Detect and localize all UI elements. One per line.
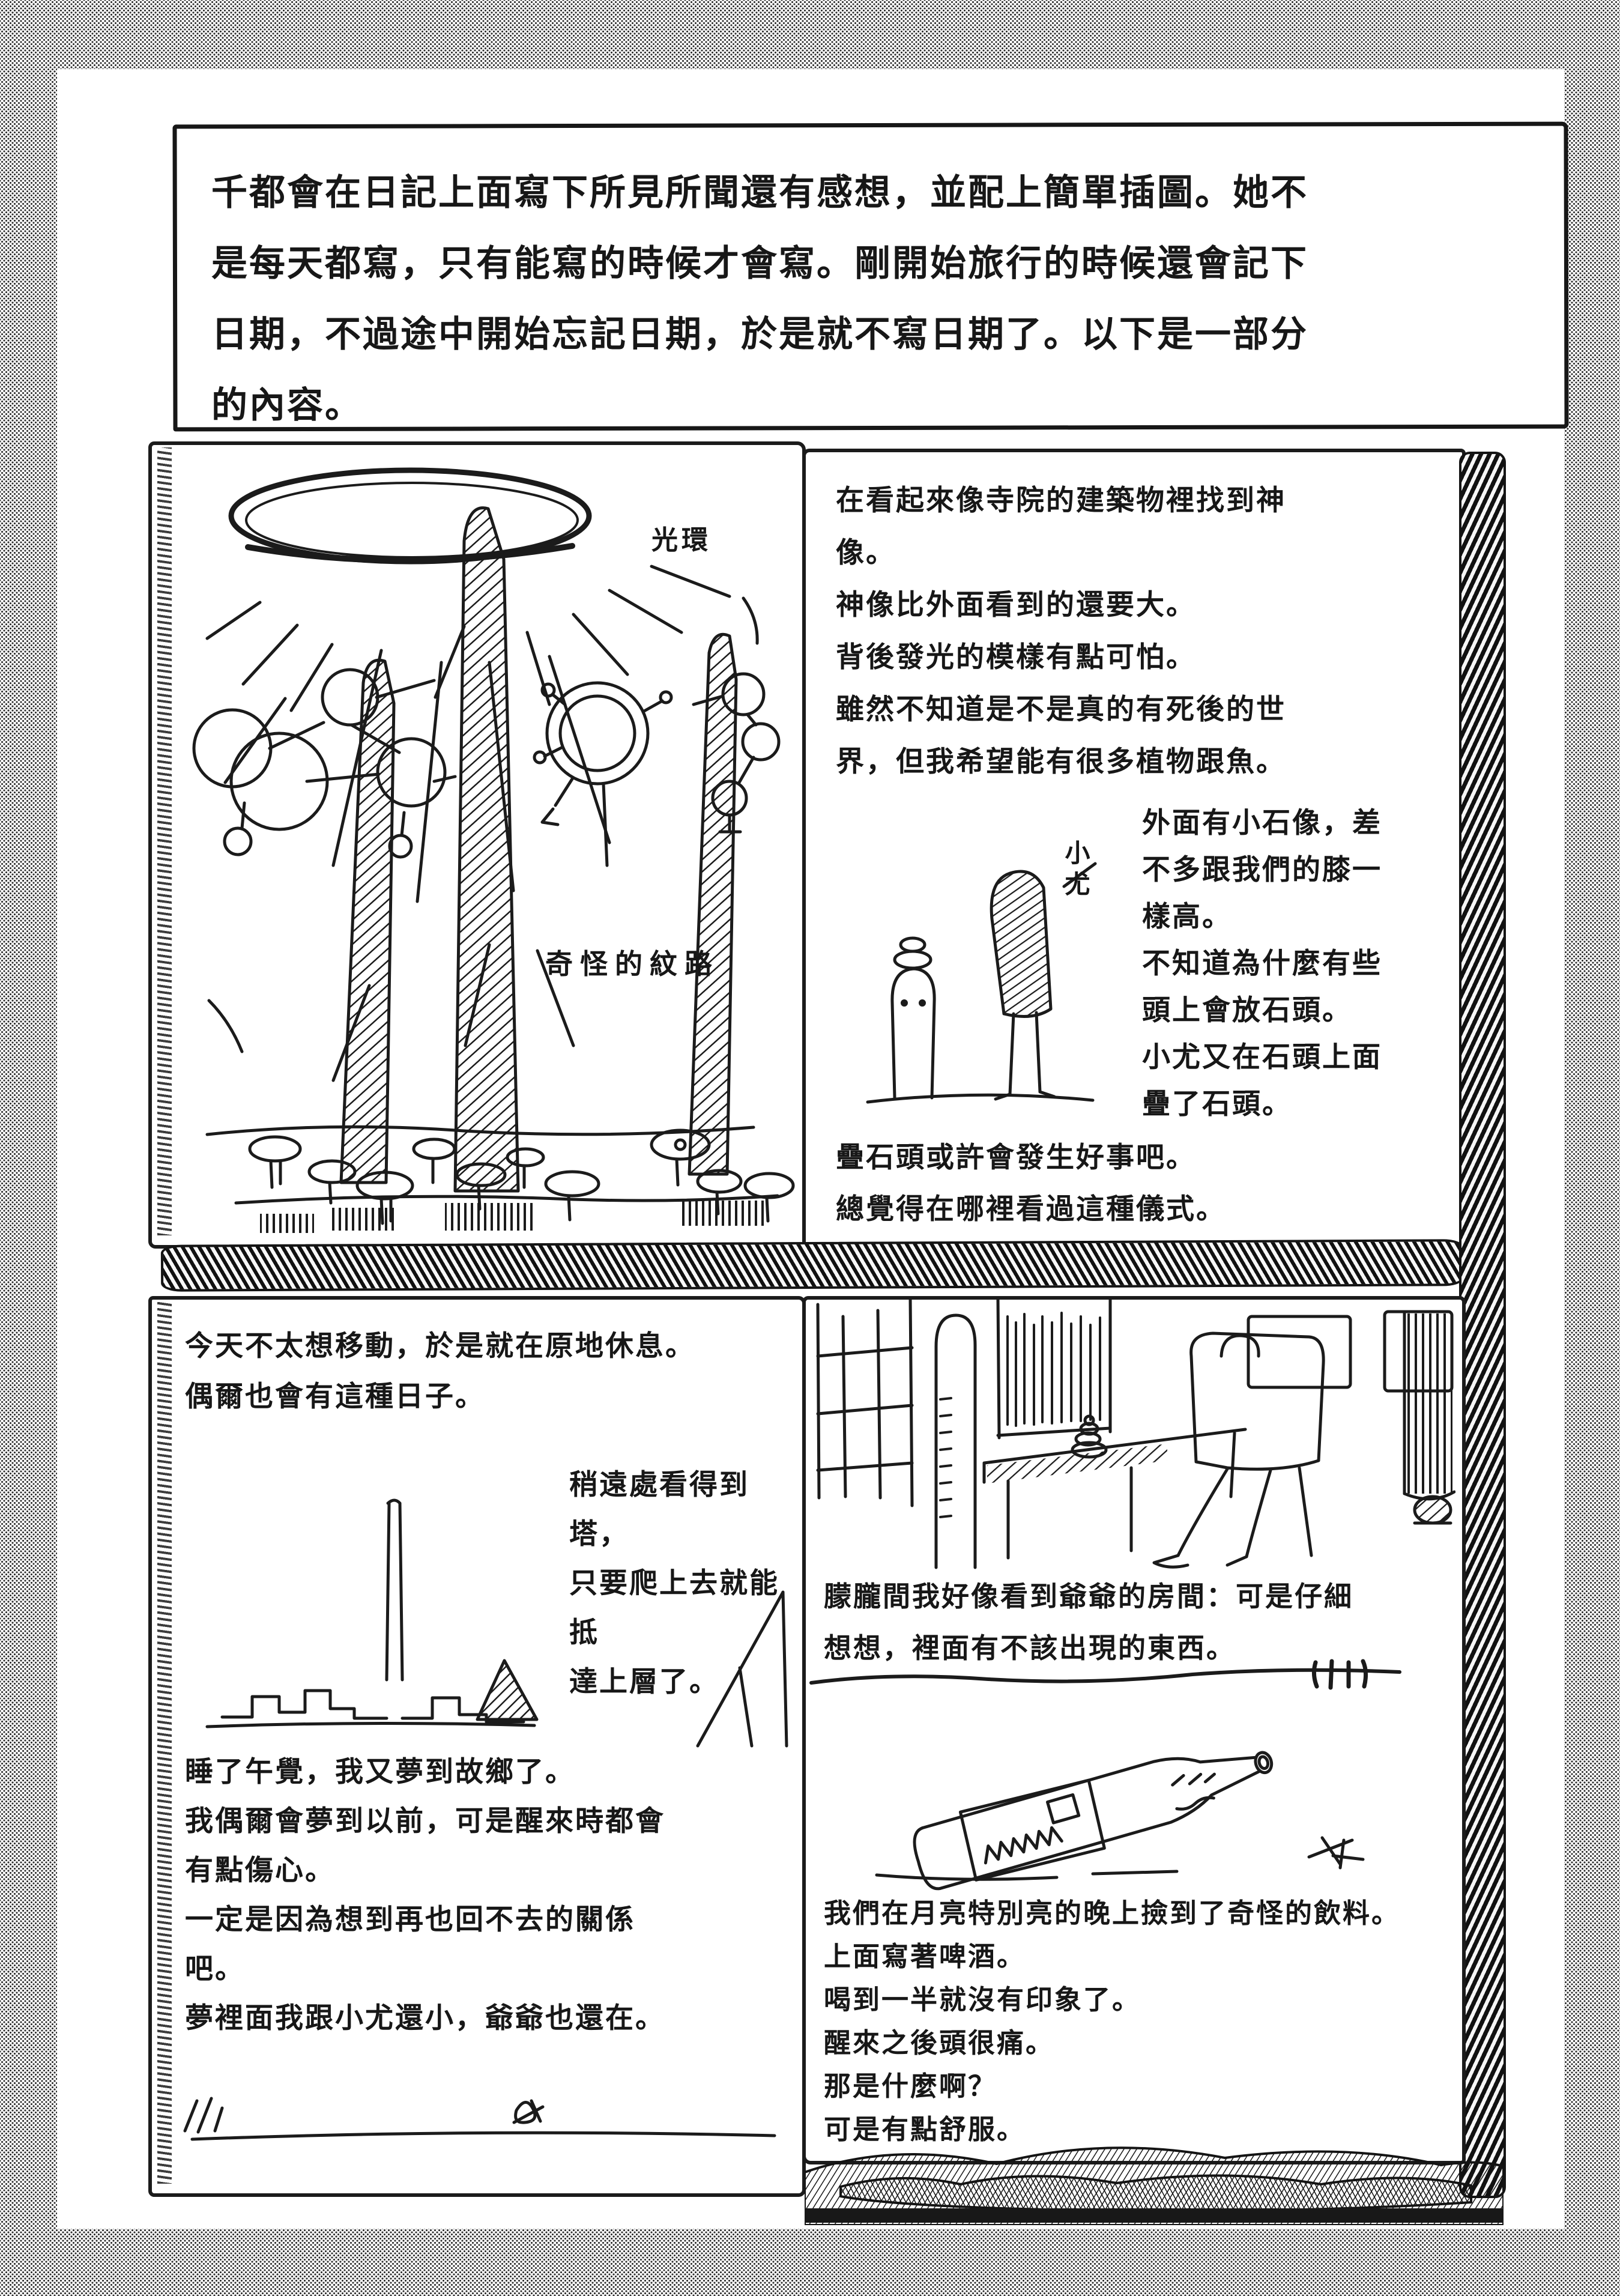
diary-text-strange-drink: 我們在月亮特別亮的晚上撿到了奇怪的飲料。 上面寫著啤酒。 喝到一半就沒有印象了。…: [824, 1897, 1401, 2145]
diary-text-grandpa-room: 朦朧間我好像看到爺爺的房間：可是仔細 想想，裡面有不該出現的東西。: [824, 1580, 1353, 1664]
page-edge-scribble-left-top: [157, 447, 172, 1235]
panel-rest-day: [148, 1296, 806, 2197]
diary-text-dream: 睡了午覺，我又夢到故鄉了。 我偶爾會夢到以前，可是醒來時都會 有點傷心。 一定是…: [185, 1755, 665, 2035]
sketchbook-middle-edge: [160, 1239, 1464, 1292]
beer-bottle-sketch: [841, 1694, 1405, 1892]
panel-statues: [802, 449, 1466, 1247]
diary-text-tower: 稍遠處看得到塔， 只要爬上去就能抵 達上層了。: [569, 1468, 779, 1698]
yuu-label: 小尤: [1061, 840, 1090, 902]
diary-text-rest-day: 今天不太想移動，於是就在原地休息。 偶爾也會有這種日子。: [185, 1330, 695, 1413]
shrine-towers-sketch: [152, 445, 799, 1238]
bottom-scribbles-sketch: [180, 2083, 787, 2150]
diary-text-found-statue: 在看起來像寺院的建築物裡找到神 像。 神像比外面看到的還要大。 背後發光的模樣有…: [836, 484, 1286, 778]
divider-line-sketch: [808, 1655, 1457, 1697]
intro-text: 千都會在日記上面寫下所見所聞還有感想，並配上簡單插圖。她不 是每天都寫，只有能寫…: [211, 172, 1308, 426]
sketchbook-right-edge: [1459, 452, 1506, 2198]
diary-text-stacking-stones: 疊石頭或許會發生好事吧。 總覺得在哪裡看過這種儀式。: [836, 1141, 1226, 1226]
statue-and-yuu-sketch: [853, 823, 1105, 1123]
distant-tower-sketch: [150, 1480, 799, 1757]
halo-label: 光環: [651, 525, 712, 556]
page-edge-scribble-left-bottom: [157, 1302, 172, 2184]
diary-text-small-statues: 外面有小石像，差 不多跟我們的膝一 樣高。 不知道為什麼有些 頭上會放石頭。 小…: [1142, 807, 1382, 1121]
dark-hills-texture: [805, 2129, 1504, 2225]
grandpa-room-sketch: [807, 1298, 1455, 1572]
strange-pattern-label: 奇怪的紋路: [545, 948, 719, 980]
